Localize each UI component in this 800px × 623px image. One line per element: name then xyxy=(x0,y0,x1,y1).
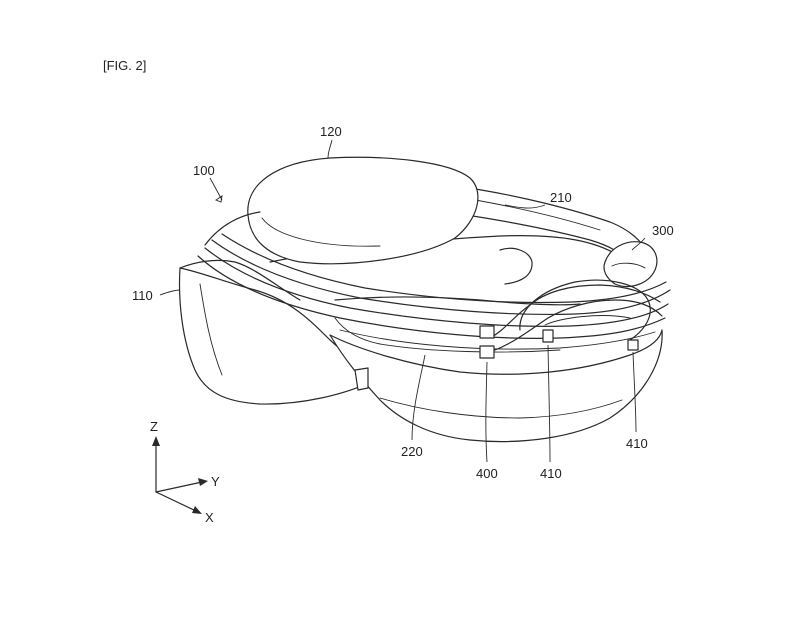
ref-410-b: 410 xyxy=(626,436,648,451)
ref-210: 210 xyxy=(550,190,572,205)
coordinate-axes: Z Y X xyxy=(150,419,220,525)
lower-shield xyxy=(329,329,663,443)
ref-110: 110 xyxy=(132,288,153,303)
ref-100: 100 xyxy=(193,163,215,178)
axis-x-label: X xyxy=(205,510,214,525)
cable-loop xyxy=(489,279,663,351)
ref-400: 400 xyxy=(476,466,498,481)
head-band-rails xyxy=(197,211,671,353)
ref-220: 220 xyxy=(401,444,423,459)
axis-y-label: Y xyxy=(211,474,220,489)
axis-z-label: Z xyxy=(150,419,158,434)
leader-lines xyxy=(159,139,646,463)
figure-label: [FIG. 2] xyxy=(103,58,146,73)
rear-unit xyxy=(603,241,658,288)
connectors xyxy=(354,325,639,391)
reference-numerals: 120 100 110 210 300 220 400 410 410 xyxy=(132,124,674,481)
ref-410-a: 410 xyxy=(540,466,562,481)
ref-300: 300 xyxy=(652,223,674,238)
hmd-device-drawing xyxy=(178,156,671,443)
front-housing xyxy=(178,259,376,405)
ref-120: 120 xyxy=(320,124,342,139)
side-cushion xyxy=(499,247,533,285)
top-pad xyxy=(247,156,479,265)
